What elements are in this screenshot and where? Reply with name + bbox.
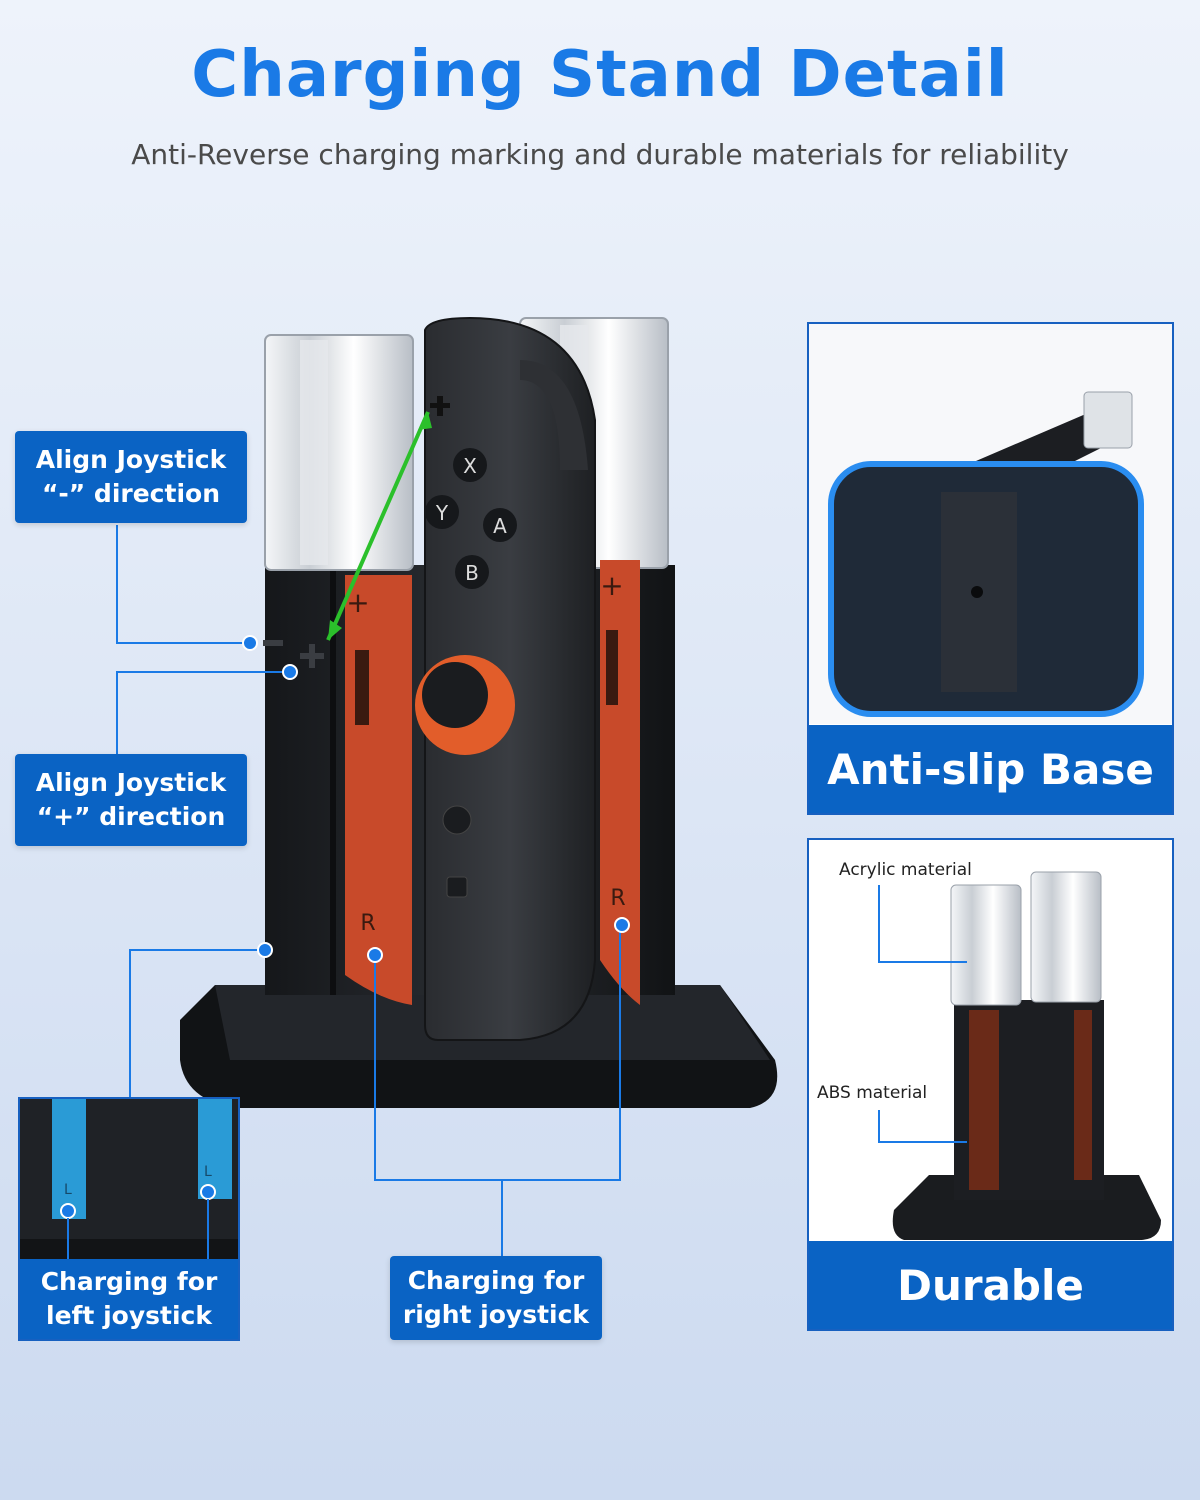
button-a [483,508,517,542]
minus-marking [263,640,283,646]
dot-plus [282,664,298,680]
home-button [442,805,472,835]
button-b [455,555,489,589]
callout-align-plus-line1: Align Joystick [35,768,227,797]
left-inset-slot-1 [52,1099,86,1219]
dot-right-b [614,917,630,933]
callout-align-minus-line2: “-” direction [41,479,220,508]
callout-align-minus-line1: Align Joystick [35,445,227,474]
callout-charging-left-line1: Charging for [40,1267,218,1296]
callout-charging-right-line2: right joystick [402,1300,590,1329]
left-slot-inset: L L Charging for left joystick [18,1097,240,1341]
callout-align-plus-line2: “+” direction [36,802,226,831]
acrylic-top-left [264,334,414,571]
leader-right [374,925,621,1181]
callout-charging-right: Charging for right joystick [390,1256,602,1340]
dot-inset-1 [60,1203,76,1219]
leader-plus [116,671,290,755]
dot-minus [242,635,258,651]
button-y [425,495,459,529]
capture-button [446,876,468,898]
panel-durable: Acrylic material ABS material Durable [807,838,1174,1331]
callout-align-plus: Align Joystick “+” direction [15,754,247,846]
button-a-label: A [493,514,507,538]
callout-charging-left-line2: left joystick [46,1301,212,1330]
durable-stand-image [809,840,1172,1245]
plus-marking-v [309,644,315,668]
left-slot [345,575,412,1005]
button-x-label: X [463,454,477,478]
callout-charging-left: Charging for left joystick [20,1259,238,1339]
abs-material-label: ABS material [817,1083,928,1103]
button-x [453,448,487,482]
alignment-arrow [326,411,430,641]
button-b-label: B [465,561,479,585]
button-y-label: Y [435,501,449,525]
left-inset-mark-1: L [64,1182,72,1198]
page-title: Charging Stand Detail [191,38,1009,112]
leader-left [129,949,265,1097]
slot-mark-plus-right: + [600,569,623,602]
slot-mark-r-right: R [610,886,625,911]
dot-right-a [367,947,383,963]
page-subtitle: Anti-Reverse charging marking and durabl… [131,138,1069,171]
anti-slip-base-title: Anti-slip Base [809,725,1172,813]
callout-align-minus: Align Joystick “-” direction [15,431,247,523]
dot-left [257,942,273,958]
left-inset-mark-2: L [204,1164,212,1180]
slot-mark-r-left: R [360,911,375,936]
analog-stick [422,662,488,728]
slot-mark-plus-left: + [346,586,369,619]
left-slot-inset-image: L L [20,1099,238,1264]
panel-anti-slip-base: Anti-slip Base [807,322,1174,815]
leader-minus [116,525,250,644]
anti-slip-base-image [809,324,1172,724]
joycon-controller [424,316,596,1041]
dot-inset-2 [200,1184,216,1200]
acrylic-material-label: Acrylic material [839,860,972,880]
callout-charging-right-line1: Charging for [407,1266,585,1295]
left-inset-slot-2 [198,1099,232,1199]
durable-title: Durable [809,1241,1172,1329]
